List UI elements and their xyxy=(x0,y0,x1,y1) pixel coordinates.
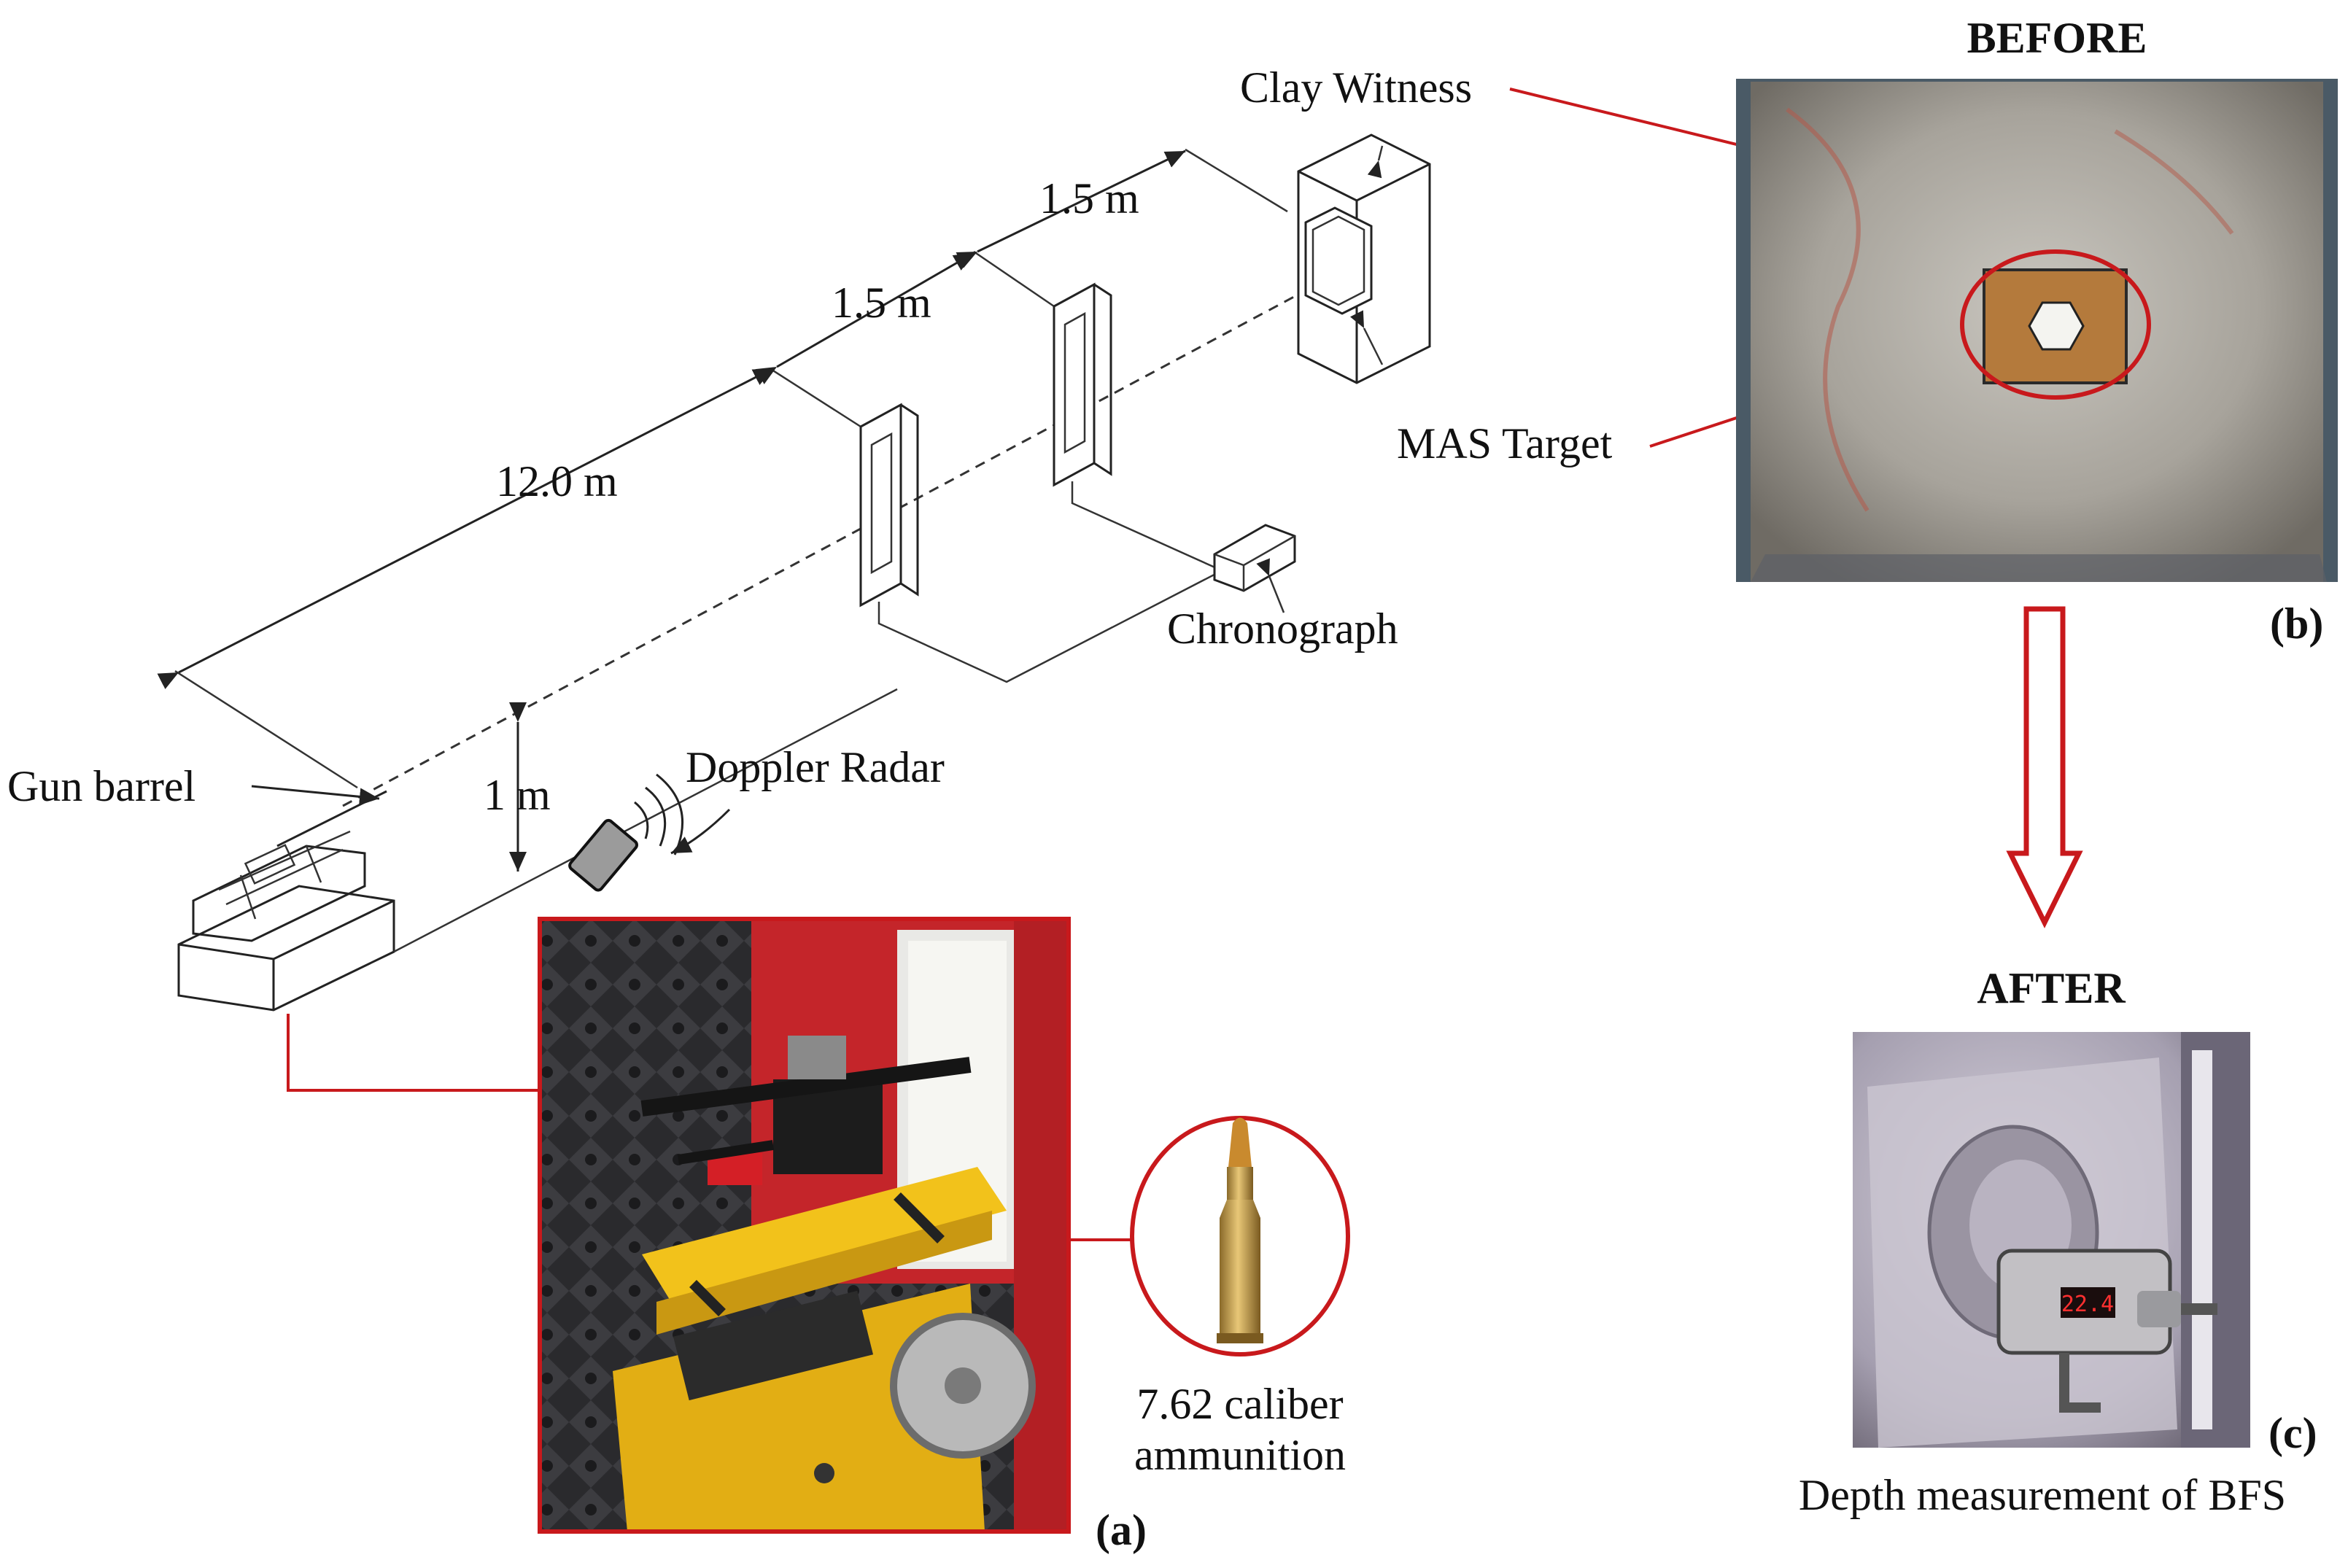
dimension-12m-label: 12.0 m xyxy=(496,457,618,505)
chronograph-label: Chronograph xyxy=(1167,605,1398,653)
clay-witness-drawing xyxy=(1297,133,1431,384)
bfs-caption: Depth measurement of BFS xyxy=(1799,1471,2286,1519)
ammo-label-line2: ammunition xyxy=(1134,1431,1346,1479)
dimension-12m xyxy=(157,367,774,689)
panel-a-label: (a) xyxy=(1096,1506,1147,1554)
chronograph-screen-2 xyxy=(1053,282,1112,487)
doppler-radar-label: Doppler Radar xyxy=(686,743,945,791)
gauge-readout: 22.4 xyxy=(2061,1292,2114,1317)
gun-barrel-label: Gun barrel xyxy=(7,762,195,810)
chronograph-screen-1 xyxy=(859,403,919,608)
gun-mount-drawing xyxy=(177,790,395,1012)
dimension-1-5m-b-label: 1.5 m xyxy=(1039,174,1139,222)
bullet-icon xyxy=(1217,1117,1263,1343)
mount-photo-connector xyxy=(287,1014,540,1092)
after-heading: AFTER xyxy=(1977,964,2126,1012)
chronograph-box xyxy=(1213,524,1296,592)
clay-witness-after-photo: 22.4 xyxy=(1853,1032,2250,1448)
clay-witness-label: Clay Witness xyxy=(1240,63,1472,112)
mas-target-label: MAS Target xyxy=(1397,419,1613,467)
doppler-radar-icon xyxy=(568,773,684,892)
ammunition-callout xyxy=(1130,1116,1350,1357)
dimension-1-5m-a xyxy=(755,252,975,384)
panel-b-label: (b) xyxy=(2270,599,2323,648)
range-schematic: 12.0 m 1.5 m 1.5 m Chronograph xyxy=(7,63,1970,1012)
line-of-fire xyxy=(342,279,1325,807)
gun-mount-photo xyxy=(540,919,1069,1532)
dimension-1-5m-a-label: 1.5 m xyxy=(832,279,931,327)
height-1m-label: 1 m xyxy=(484,771,551,819)
before-heading: BEFORE xyxy=(1967,14,2147,62)
dimension-1-5m-b xyxy=(956,150,1186,268)
clay-witness-before-photo xyxy=(1736,79,2338,582)
panel-c-label: (c) xyxy=(2268,1409,2317,1457)
ammo-label-line1: 7.62 caliber xyxy=(1136,1380,1343,1428)
before-after-arrow-icon xyxy=(2006,606,2083,928)
